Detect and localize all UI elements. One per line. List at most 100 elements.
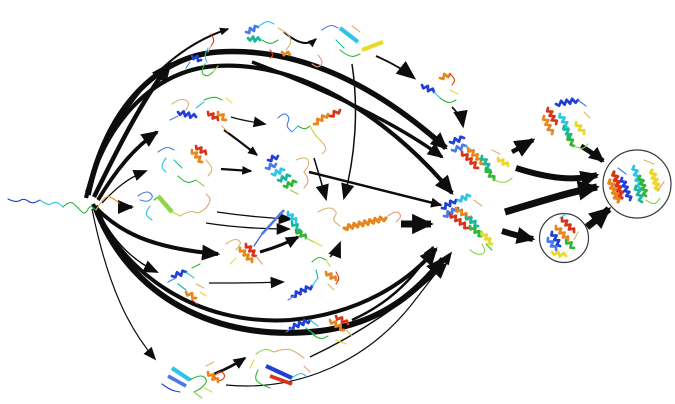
nearnative-helix-green [566,134,576,148]
nearnative-helix-orange [541,114,555,136]
arrow-hub2-to-nearnative [510,138,536,157]
compactC-coil-tan [295,157,310,173]
hub2-coil-lightgreen [493,177,513,183]
arrow-low5-to-hub1-long-arc [225,251,453,387]
low1-coil-lightblue [167,277,177,283]
top3-coil-lightblue [321,24,339,31]
compactC-helix-green [282,179,298,189]
arrow-top2-to-top3 [283,31,317,48]
top1-coil-green [201,63,214,77]
low2-coil-green [311,256,327,263]
protein-structure-nearnative [541,97,591,149]
top1-coil-red [210,33,215,47]
protein-structure-hubpre [253,207,402,247]
arrow-native-small-to-native-large [584,206,612,230]
hub2-coil-tan [491,149,501,155]
top2-helix-lightblue [244,24,260,35]
low1-coil-red [191,299,198,305]
arrow-orangeknot-to-hubpre [259,235,300,254]
top4-coil-green [439,97,457,104]
arrow-chain-to-midU2 [101,170,148,204]
protein-structure-compactC [264,154,310,195]
hub2-helix-yellow [496,156,510,168]
arrow-chain-to-hub2-top-arc [85,48,448,196]
protein-structure-midU2 [157,144,213,187]
largenative-helix-orange [607,178,621,204]
transition-arrows-layer [83,27,612,387]
low3-coil-lightblue [285,327,293,333]
low2-coil-cyan [311,277,319,287]
low3-helix-red [334,314,350,326]
greensheet-coil-salmon [205,193,211,209]
hubpre-sheet-lightblue [261,209,285,235]
greensheet-coil-yellowgreen [171,211,181,217]
protein-structure-low1 [167,263,207,305]
compactC-helix-teal [276,173,292,183]
hub1-helix-cyan [456,193,472,203]
low1-coil-cyan [185,271,195,279]
smallnative-helix-green [564,238,576,250]
top1-coil-lightgreen [212,65,219,73]
arrow-hub1-to-native-small [501,226,536,244]
midU2-coil-teal [173,159,183,169]
protein-structure-greensheet [137,191,211,221]
arrow-top3-to-top4 [375,55,417,80]
top2-coil-red [269,49,274,59]
elong-helix-orange [312,112,330,126]
largenative-helix-red [611,170,625,200]
top3-coil-green [339,49,361,57]
hubpre-helix-teal [290,220,302,232]
low4-coil-salmon [303,365,311,373]
smallnative-coil-tan [573,231,579,241]
top1-helix-blue [190,54,203,63]
hub2-helix-green [484,166,496,182]
low5-coil-red [213,371,226,382]
midU1-coil-lightblue [169,115,179,121]
arrow-chain-to-hub1-bottom-arc2 [91,203,438,323]
protein-structure-low5 [161,361,226,399]
orangeknot-coil-salmon [255,255,263,265]
greensheet-coil-tan [179,207,207,217]
arrow-top2-to-hub2 [251,60,444,159]
orangeknot-coil-yellow [229,257,237,265]
orangeknot-helix-red [244,242,258,258]
midU1-coil-tan [171,98,190,111]
hubpre-helix-cyan [286,210,298,224]
largenative-coil-tan [643,159,655,165]
low1-coil-green [191,263,201,269]
low2-coil-yellowgreen [325,259,331,267]
arrow-nearnative-to-native-large [579,143,605,163]
arrow-low1-to-low2 [208,276,285,289]
top2-coil-green [261,39,279,44]
protein-structure-top1 [185,33,219,77]
arrow-greensheet-to-hubpre-b [205,222,291,235]
arrow-top3-to-hubpre [341,63,357,201]
hub1-coil-tan [473,199,483,207]
arrow-elong-to-hubpre [313,157,329,202]
largenative-helix-green [637,174,648,198]
top1-coil-salmon [207,45,212,53]
arrow-low5-to-low4 [213,356,247,376]
midU1-coil-yellow [225,97,233,104]
greensheet-sheet-lightgreen [156,194,174,214]
top2-helix-orange [280,50,292,57]
compactC-helix-cyan [270,167,286,177]
elong-helix-red [328,108,342,118]
protein-structure-hub2 [448,135,513,183]
arrow-midU1-to-compactC [223,129,259,156]
midU1-helix-red [206,110,220,122]
low3-helix-orange [328,318,346,332]
midU2-coil-green [177,175,197,183]
protein-structure-chain [7,195,120,214]
largenative-helix-teal [633,184,644,204]
top2-coil-cyan [257,21,275,28]
nearnative-coil-lightgreen [573,143,589,149]
nearnative-helix-red [545,106,559,126]
low1-coil-yellow [199,291,207,297]
chain-coil-green [62,202,97,214]
midU1-helix-orange [216,110,228,122]
hub1-helix-blue [440,198,458,210]
low4-coil-lightgreen [255,348,275,355]
elong-coil-lightblue [277,113,293,133]
